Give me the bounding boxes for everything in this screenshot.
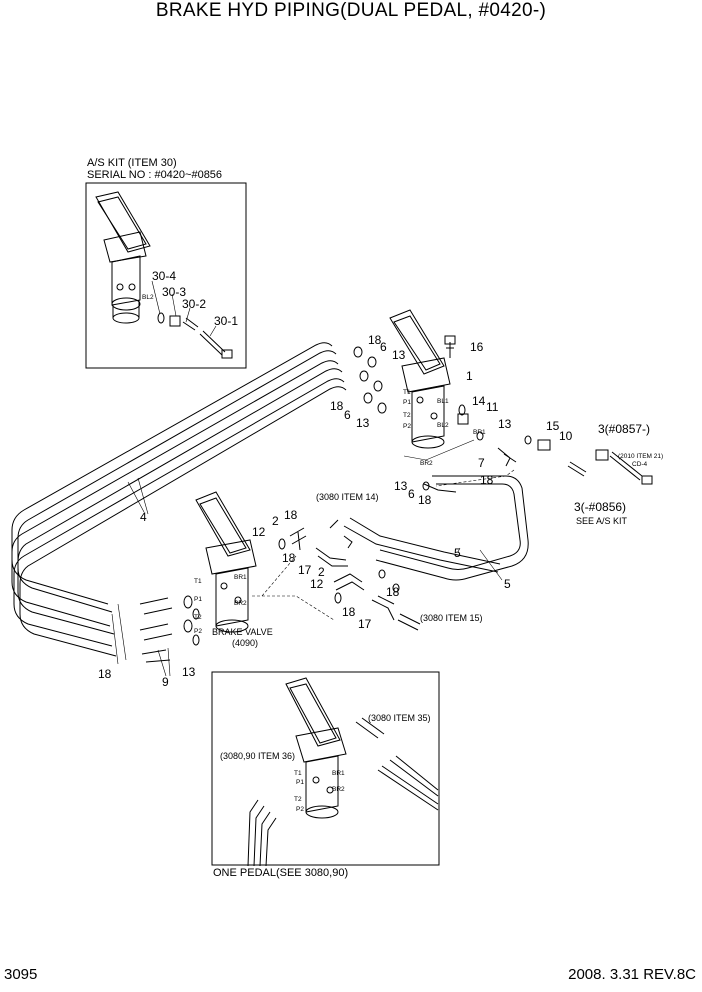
callout: 11 [486, 400, 499, 414]
port-label: T2 [294, 796, 302, 803]
callout: 18 [386, 585, 400, 599]
port-label: T2 [403, 412, 411, 419]
as-kit-fittings [151, 280, 233, 359]
port-label: P1 [194, 596, 202, 603]
port-label: BL1 [437, 398, 449, 405]
callout: 6 [344, 408, 351, 422]
port-label: T1 [294, 770, 302, 777]
callout: 13 [356, 416, 370, 430]
port-label: T1 [194, 578, 202, 585]
callout: 18 [282, 551, 296, 565]
callout: 18 [418, 493, 432, 507]
callout: 15 [546, 419, 560, 433]
callout: 13 [392, 348, 406, 362]
callout-30-1: 30-1 [214, 314, 239, 328]
page-title: BRAKE HYD PIPING(DUAL PEDAL, #0420-) [155, 0, 547, 21]
callout: 2 [318, 565, 325, 579]
page-number: 3095 [4, 966, 38, 983]
port-label: P1 [296, 779, 304, 786]
brake-valve-label: BRAKE VALVE [212, 627, 273, 637]
as-kit-heading: A/S KIT (ITEM 30) [87, 157, 177, 169]
ref-3080-item14: (3080 ITEM 14) [316, 492, 379, 502]
port-label: P2 [296, 806, 304, 813]
port-label: P1 [403, 399, 411, 406]
callout: 6 [380, 340, 387, 354]
lower-fittings [111, 519, 421, 677]
callout: 13 [394, 479, 408, 493]
port-label: BR1 [473, 429, 486, 436]
ref-3080-90-item36: (3080,90 ITEM 36) [220, 751, 296, 761]
ref-3080-item15: (3080 ITEM 15) [420, 613, 483, 623]
upper-fittings [353, 346, 653, 493]
port-label: BL2 [437, 422, 449, 429]
ref-2010-item21: (2010 ITEM 21) [618, 453, 664, 460]
callout: 18 [368, 333, 382, 347]
port-label: P2 [403, 423, 411, 430]
callout: 12 [310, 577, 324, 591]
callout: 14 [472, 394, 486, 408]
callout: 18 [284, 508, 298, 522]
brake-valve-ref: (4090) [232, 638, 259, 648]
callout-30-3: 30-3 [162, 285, 187, 299]
item3-old-label: 3(-#0856) [574, 500, 627, 514]
one-pedal-caption: ONE PEDAL(SEE 3080,90) [213, 867, 349, 879]
ref-3080-item35: (3080 ITEM 35) [368, 713, 431, 723]
callout: 18 [480, 473, 494, 487]
as-kit-inset-frame [85, 182, 247, 369]
callout: 16 [470, 340, 484, 354]
callout: 10 [559, 429, 573, 443]
ref-cd4: CD-4 [632, 461, 648, 468]
port-label: BR2 [234, 600, 247, 607]
port-label: T1 [403, 389, 411, 396]
callout: 18 [330, 399, 344, 413]
one-pedal-valve [285, 677, 347, 819]
port-label: BR2 [420, 460, 433, 467]
callout-30-2: 30-2 [182, 297, 207, 311]
port-label: T2 [194, 614, 202, 621]
item3-new-label: 3(#0857-) [598, 422, 651, 436]
callout: 18 [342, 605, 356, 619]
port-label: BL2 [142, 294, 154, 301]
callout: 6 [408, 487, 415, 501]
callout: 12 [252, 525, 266, 539]
date-revision: 2008. 3.31 REV.8C [568, 966, 696, 983]
port-label: BR1 [332, 770, 345, 777]
one-pedal-hoses [247, 717, 439, 867]
callout: 5 [454, 546, 461, 560]
callout: 18 [98, 667, 112, 681]
callout: 1 [466, 369, 473, 383]
as-kit-pedal-valve [95, 191, 151, 324]
upper-brake-valve [389, 309, 456, 449]
see-as-kit-label: SEE A/S KIT [576, 516, 628, 526]
callout: 17 [358, 617, 372, 631]
lower-brake-valve [195, 491, 257, 633]
port-label: BR1 [234, 574, 247, 581]
one-pedal-inset-frame [211, 671, 440, 866]
callout: 13 [182, 665, 196, 679]
callout: 13 [498, 417, 512, 431]
brake-line-bundle [11, 342, 347, 657]
port-label: P2 [194, 628, 202, 635]
callout: 7 [478, 456, 485, 470]
callout: 17 [298, 563, 312, 577]
hose-item-5 [343, 475, 529, 581]
callout: 4 [140, 510, 147, 524]
port-label: BR2 [332, 786, 345, 793]
callout-30-4: 30-4 [152, 269, 177, 283]
callout: 5 [504, 577, 511, 591]
callout: 9 [162, 675, 169, 689]
as-kit-serial: SERIAL NO : #0420~#0856 [87, 169, 223, 181]
callout: 2 [272, 514, 279, 528]
